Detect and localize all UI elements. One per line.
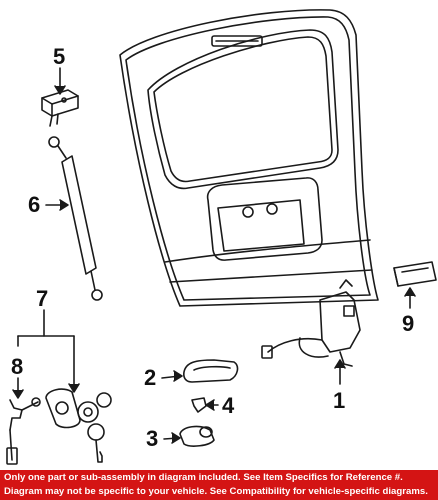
part-3-stopper [179,425,215,447]
callout-3: 3 [146,426,158,451]
callout-5: 5 [53,44,65,69]
part-7-lock-cylinder [45,388,112,463]
part-1-latch [261,279,361,367]
parts-diagram: 5 6 7 8 2 4 3 1 9 [6,9,437,465]
callout-2: 2 [144,365,156,390]
callout-7: 7 [36,286,48,311]
part-6-lift-support [48,136,103,301]
leader-lines [12,67,416,444]
part-2-handle [183,359,239,383]
part-8-lock-rod [6,397,41,465]
callout-6: 6 [28,192,40,217]
disclaimer-line-2: Diagram may not be specific to your vehi… [4,486,428,497]
callout-8: 8 [11,354,23,379]
disclaimer-banner: Only one part or sub-assembly in diagram… [0,470,438,500]
callout-4: 4 [222,393,235,418]
part-5-bracket [41,89,79,127]
disclaimer-line-1: Only one part or sub-assembly in diagram… [4,472,403,483]
part-9-lamp [393,261,437,287]
callout-1: 1 [333,388,345,413]
callout-9: 9 [402,311,414,336]
part-4-clip [191,397,207,413]
liftgate-panel [119,9,379,307]
